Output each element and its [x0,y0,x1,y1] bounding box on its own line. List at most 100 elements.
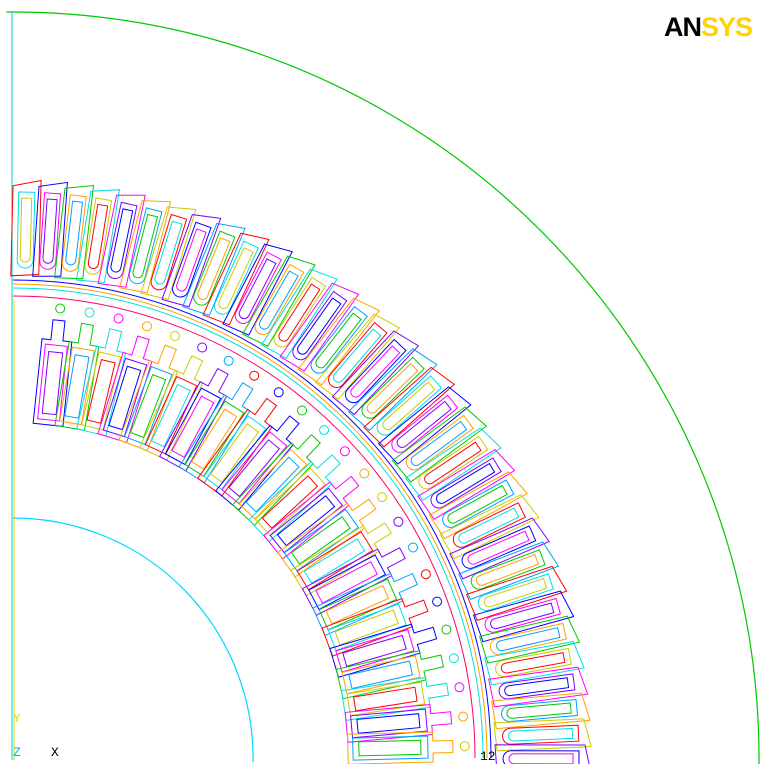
stator-slot-inner [500,652,566,674]
rotor-bar-inner [308,554,387,611]
stator-slot-outline [404,427,502,501]
rotor-bar-core [303,538,366,584]
rotor-bar-outline [301,547,406,616]
rotor-bar-core [150,383,191,448]
rotor-bar-inner [102,357,148,438]
stator-slot-conductor [361,356,425,419]
triad-z-label: Z [13,745,21,760]
rotor-bar-core [325,585,390,625]
stator-slot-inner [483,578,548,608]
stator-slot-conductor [39,192,62,270]
stator-slot-outline [297,297,381,386]
stator-slot-outline [54,184,95,280]
rotor-bar-outline [335,650,445,700]
stator-slot-outline [493,718,592,752]
airgap-arc-4 [12,279,492,759]
stator-slot-conductor [376,375,443,436]
rotor-hole [297,405,307,416]
stator-slot-inner [110,208,134,273]
stator-slot-outline [161,214,222,308]
stator-slot-outline [428,471,528,540]
stator-slot-conductor [193,230,236,306]
stator-slot-outline [182,222,246,317]
rotor-hole [223,355,234,366]
rotor-bar-core [353,686,418,712]
rotor-bar-outline [312,572,419,637]
stator-slot-outline [279,282,360,372]
rotor-hole [458,711,469,722]
rotor-bar-core [356,713,421,734]
rotor-hole [113,313,124,324]
rotor-bar-core [315,561,378,604]
airgap-arc-outer [12,287,484,759]
rotor-bar-outline [290,522,392,597]
rotor-hole [197,342,208,353]
stator-slot-outline [202,232,270,326]
rotor-hole [249,370,260,381]
rotor-bar-outline [248,454,341,543]
stator-outer-arc [6,11,760,769]
stator-slot-outline [97,194,146,288]
stator-slot-inner [278,283,321,342]
rotor-bar-core [171,395,215,458]
rotor-bar-inner [269,487,344,554]
stator-slot-inner [132,213,159,279]
rotor-bar-outline [178,382,254,484]
rotor-bar-core [191,408,238,470]
stator-slot-inner [333,328,382,383]
rotor-hole [142,321,152,332]
stator-slot-inner [508,727,574,742]
stator-slot-outline [140,206,197,300]
stator-slot-outline [494,744,591,769]
stator-slot-outline [491,692,591,730]
logo-an-text: AN [664,12,702,42]
rotor-bar-core [245,456,300,513]
rotor-bar-inner [318,578,398,631]
rotor-bar-outline [340,676,450,721]
stator-slot-conductor [502,750,580,768]
rotor-bar-inner [335,628,415,673]
rotor-bar-outline [54,322,100,431]
stator-slot-outline [10,179,42,277]
rotor-bar-outline [263,475,360,560]
stator-slot-conductor [495,647,572,678]
stator-slot-conductor [345,338,407,404]
stator-slot-conductor [442,479,515,528]
rotor-bar-outline [329,623,438,678]
stator-slot-outline [377,386,472,465]
rotor-bar-core [342,634,407,668]
rotor-bar-outline [138,355,204,461]
stator-slot-inner [350,345,401,398]
stator-slot-outline [417,448,516,520]
stator-slot-conductor [477,573,554,612]
rotor-bar-inner [350,708,428,739]
airgap-arc-inner [12,295,476,759]
stator-slot-inner [176,228,207,292]
stator-slot-inner [447,484,508,524]
rotor-hole [420,569,431,580]
stator-slot-inner [258,270,299,330]
stator-slot-conductor [498,673,576,700]
rotor-bar-inner [203,415,267,491]
stator-slot-inner [424,441,482,485]
airgap-arc-3 [12,283,488,759]
stator-slot-inner [366,362,419,414]
stator-slot-inner [297,297,342,355]
stator-slot-inner [506,702,572,719]
stator-slot-conductor [254,263,305,336]
stator-slot-outline [488,666,589,708]
stator-slot-inner [435,462,496,504]
logo-sys-text: SYS [701,12,753,42]
stator-slot-conductor [214,240,260,315]
rotor-bar-core [228,439,281,498]
rotor-bar-inner [123,365,173,446]
rotor-bar-core [210,423,260,483]
stator-slot-inner [490,602,555,630]
stator-slot-outline [222,243,293,336]
rotor-bar-inner [221,431,288,505]
rotor-bar-core [290,516,351,565]
stator-slot-conductor [106,201,138,280]
stator-slot-conductor [84,197,113,275]
rotor-bar-outline [197,397,278,497]
